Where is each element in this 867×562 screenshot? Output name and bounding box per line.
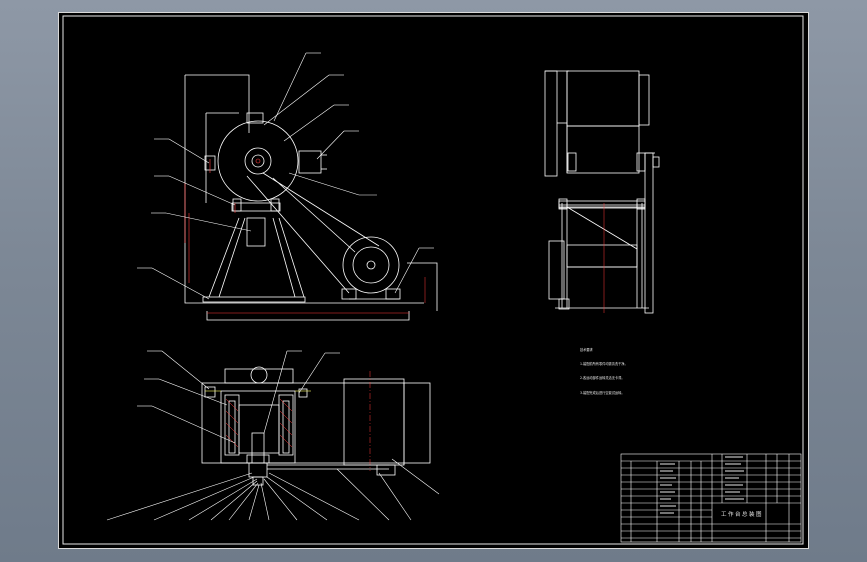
notes-line-1: 1.装配前所有零件均需清洗干净。 [580,361,628,366]
notes-title: 技术要求 [580,347,593,352]
belt-upper [272,177,356,253]
front-view-details [184,158,261,283]
title-block [620,453,802,543]
side-view [544,70,660,314]
cad-drawing: 工作台总装图 [62,15,804,545]
drawing-sheet: 工作台总装图 技术要求 1.装配前所有零件均需清洗干净。 2.各运动部件运转灵活… [58,12,809,549]
inner-frame [62,15,804,545]
small-pulley [342,236,400,294]
main-pulley [217,120,299,202]
notes-line-3: 3.装配完成后进行空载试运转。 [580,390,625,395]
notes-line-2: 2.各运动部件运转灵活无卡滞。 [580,376,625,381]
technical-notes: 技术要求 1.装配前所有零件均需清洗干净。 2.各运动部件运转灵活无卡滞。 3.… [580,338,628,400]
front-view-leaders [137,52,434,300]
belt-lower [246,175,350,294]
front-view [184,74,438,321]
drawing-title: 工作台总装图 [721,510,763,518]
section-view-leaders [106,350,440,521]
section-view [201,366,431,486]
